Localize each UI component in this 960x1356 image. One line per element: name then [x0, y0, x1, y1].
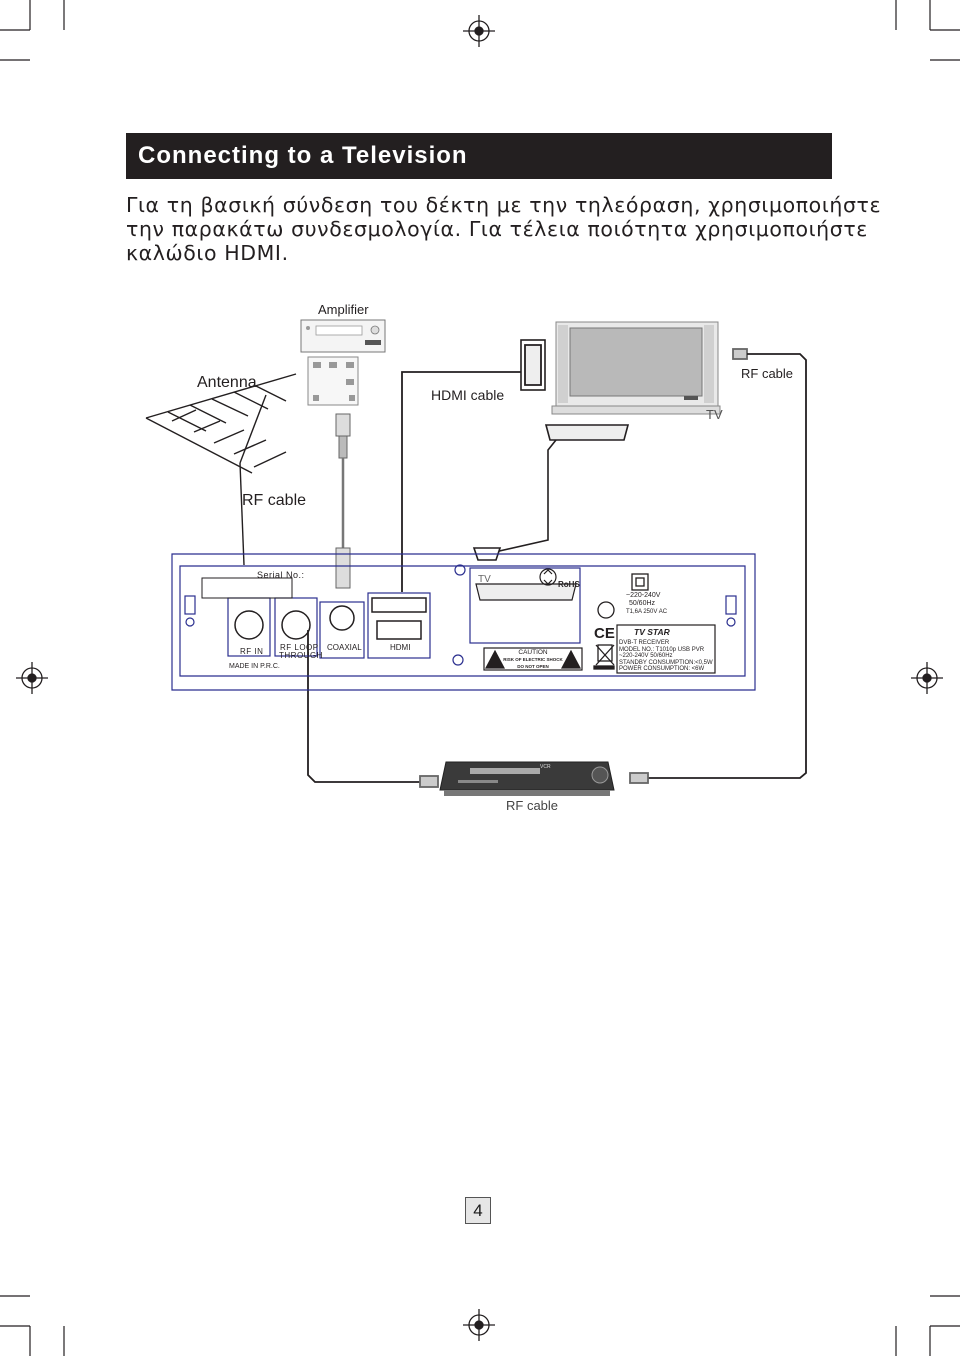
certification-icons: CE — [593, 601, 615, 670]
tv-icon — [551, 321, 721, 415]
caution-label: CAUTION RISK OF ELECTRIC SHOCK DO NOT OP… — [486, 649, 580, 670]
hdmi-port-label: HDMI — [390, 643, 411, 652]
coaxial-plug-icon — [335, 413, 351, 589]
rf-cable-bottom-label: RF cable — [506, 798, 559, 813]
hdmi-cable — [401, 339, 546, 592]
serial-number-label: Serial No.: — [257, 570, 305, 580]
rf-cable-right — [629, 348, 807, 784]
brand-logo: TV STAR — [634, 627, 670, 637]
registration-mark-top — [463, 15, 495, 47]
power-line-3: T1,6A 250V AC — [626, 608, 668, 616]
registration-mark-right — [911, 662, 943, 694]
registration-mark-bottom — [463, 1309, 495, 1341]
paragraph-line-1: Για τη βασική σύνδεση του δέκτη με την τ… — [126, 193, 882, 217]
rf-in-port-icon — [234, 610, 264, 640]
paragraph-line-3: καλώδιο HDMI. — [126, 241, 289, 265]
vcr-icon — [439, 761, 615, 796]
made-in-label: MADE IN P.R.C. — [229, 663, 280, 670]
receiver-serial-box — [201, 577, 293, 599]
rf-cable-right-label: RF cable — [741, 366, 794, 381]
spec-label: DVB-T RECEIVER MODEL NO.: T1010p USB PVR… — [619, 640, 713, 673]
amplifier-icon — [300, 319, 386, 406]
rf-cable-left-label: RF cable — [242, 492, 307, 509]
rf-loop-port-icon — [281, 610, 311, 640]
vcr-badge: VCR — [540, 764, 551, 770]
caution-label-box — [483, 647, 583, 671]
receiver-back-panel — [171, 553, 756, 691]
coaxial-port-icon — [329, 605, 355, 631]
spec-line-1: DVB-T RECEIVER — [619, 640, 670, 646]
caution-title: CAUTION — [518, 649, 548, 656]
rf-loop-label-1: RF LOOP — [280, 643, 319, 652]
instruction-paragraph: Για τη βασική σύνδεση του δέκτη με την τ… — [126, 193, 882, 265]
caution-line-1: RISK OF ELECTRIC SHOCK — [503, 657, 563, 662]
section-heading-bar — [126, 133, 832, 179]
svg-text:CE: CE — [594, 625, 615, 642]
hdmi-port-icon — [371, 597, 427, 640]
spec-line-3: ~220-240V 50/60Hz — [619, 653, 673, 659]
tv-label: TV — [706, 407, 723, 422]
rohs-label: RoHS — [558, 580, 580, 589]
registration-mark-left — [16, 662, 48, 694]
scart-cable — [472, 424, 630, 561]
rf-loop-label-2: THROUGH — [279, 651, 323, 660]
hdmi-cable-label: HDMI cable — [431, 387, 505, 403]
power-line-2: 50/60Hz — [628, 600, 656, 607]
tv-scart-label: TV — [478, 574, 491, 585]
rf-in-label: RF IN — [240, 647, 264, 656]
antenna-label: Antenna — [197, 374, 257, 391]
spec-line-2: MODEL NO.: T1010p USB PVR — [619, 646, 705, 653]
antenna-icon — [145, 373, 297, 566]
caution-line-2: DO NOT OPEN — [517, 664, 549, 669]
recycle-icon — [539, 568, 557, 586]
amplifier-label: Amplifier — [318, 302, 369, 317]
coaxial-label: COAXIAL — [327, 643, 362, 652]
scart-port-icon — [475, 583, 577, 601]
spec-line-4: STANDBY CONSUMPTION:<0,5W — [619, 659, 713, 666]
power-rating: ~220-240V 50/60Hz T1,6A 250V AC — [626, 592, 667, 616]
paragraph-line-2: την παρακάτω συνδεσμολογία. Για τέλεια π… — [126, 217, 868, 241]
power-symbol-icon — [631, 573, 649, 591]
power-line-1: ~220-240V — [626, 592, 661, 599]
spec-label-box — [616, 624, 716, 674]
page-number: 4 — [465, 1197, 491, 1224]
rf-cable-left — [307, 630, 439, 788]
spec-line-5: POWER CONSUMPTION: <6W — [619, 666, 705, 672]
section-heading: Connecting to a Television — [138, 142, 468, 169]
